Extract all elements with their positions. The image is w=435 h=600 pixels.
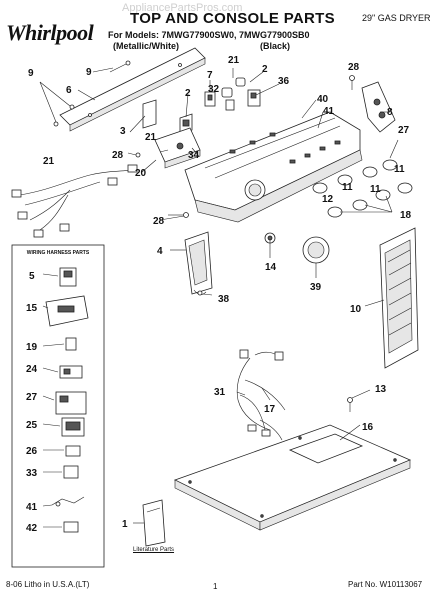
callout: 27: [26, 392, 38, 403]
callout: 9: [86, 67, 92, 78]
callout: 27: [398, 125, 410, 136]
timer-knob-part: [264, 232, 330, 264]
callout: 16: [362, 422, 374, 433]
wiring-harness-box: [11, 244, 105, 568]
left-end-cap-part: [184, 231, 213, 296]
callout: 42: [26, 523, 38, 534]
models-line: For Models: 7MWG77900SW0, 7MWG77900SB0: [108, 30, 310, 40]
callout: 5: [29, 271, 35, 282]
callout: 39: [310, 282, 322, 293]
literature-label: Literature Parts: [133, 547, 175, 553]
callout: 11: [370, 184, 381, 195]
callout: 26: [26, 446, 38, 457]
callout: 21: [145, 132, 157, 143]
callout: 6: [66, 85, 72, 96]
callout: 15: [26, 303, 38, 314]
callout: 21: [228, 55, 240, 66]
brand-logo: Whirlpool: [6, 20, 94, 45]
callout: 14: [265, 262, 277, 273]
variant-black: (Black): [260, 41, 291, 51]
callout: 8: [387, 107, 393, 118]
callout: 1: [122, 519, 128, 530]
callout: 21: [43, 156, 55, 167]
callout: 28: [348, 62, 360, 73]
rear-cover-part: [59, 47, 206, 132]
callout: 34: [188, 150, 200, 161]
page-title: TOP AND CONSOLE PARTS: [130, 10, 335, 27]
console-screw-parts: [135, 75, 355, 218]
dryer-type: 29" GAS DRYER: [362, 13, 431, 23]
callout: 11: [394, 164, 405, 175]
control-board-part: [154, 127, 201, 169]
main-harness-part: [236, 349, 286, 441]
callout: 31: [214, 387, 226, 398]
callout: 38: [218, 294, 230, 305]
callout: 36: [278, 76, 290, 87]
switch-parts: [204, 77, 261, 111]
bracket-parts: [142, 99, 193, 135]
console-end-cap-part: [361, 81, 396, 133]
wiring-box-title: WIRING HARNESS PARTS: [26, 250, 90, 256]
callout: 2: [185, 88, 191, 99]
callout: 25: [26, 420, 38, 431]
callout: 41: [323, 106, 335, 117]
callout: 24: [26, 364, 38, 375]
footer-litho: 8-06 Litho in U.S.A.(LT): [6, 580, 90, 589]
callout: 10: [350, 304, 362, 315]
callout-labels: 9 9 6 3 21 2 21 2 7 32 36 40 41 28 8 27 …: [26, 55, 412, 534]
callout: 7: [207, 70, 213, 81]
lint-filter-part: [379, 227, 419, 369]
variant-white: (Metallic/White): [113, 41, 180, 51]
callout: 28: [153, 216, 165, 227]
callout: 9: [28, 68, 34, 79]
callout: 33: [26, 468, 38, 479]
top-panel-part: [173, 424, 412, 531]
callout: 19: [26, 342, 38, 353]
callout: 40: [317, 94, 329, 105]
callout: 41: [26, 502, 38, 513]
console-part: [184, 111, 363, 223]
watermark: AppliancePartsPros.com: [122, 2, 243, 14]
callout: 13: [375, 384, 387, 395]
footer-page-number: 1: [213, 582, 218, 591]
callout: 20: [135, 168, 147, 179]
knob-parts: [312, 159, 413, 218]
literature-part: [142, 499, 166, 547]
callout: 12: [322, 194, 334, 205]
callout: 2: [262, 64, 268, 75]
top-screw-part: [347, 397, 353, 412]
callout: 28: [112, 150, 124, 161]
footer-part-number: Part No. W10113067: [348, 580, 423, 589]
callout: 32: [208, 84, 220, 95]
leader-lines: [42, 67, 399, 528]
callout: 4: [157, 246, 163, 257]
callout: 17: [264, 404, 276, 415]
callout: 11: [342, 182, 353, 193]
screw-parts: [39, 60, 131, 127]
callout: 3: [120, 126, 126, 137]
wire-harness-part: [11, 164, 138, 238]
callout: 18: [400, 210, 412, 221]
